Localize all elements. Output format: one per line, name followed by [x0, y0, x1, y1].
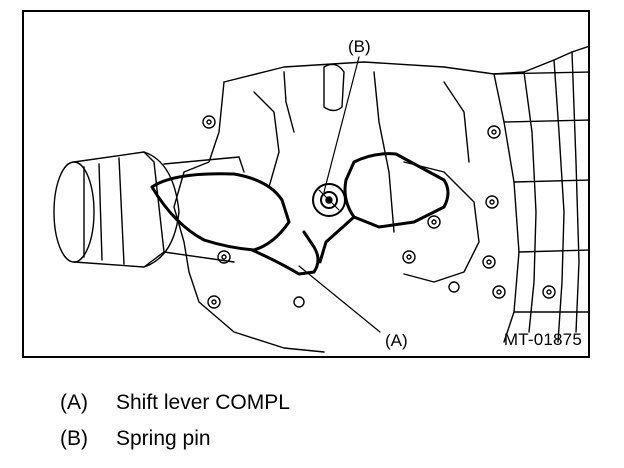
- transmission-case: [173, 45, 588, 353]
- spring-pin: [312, 183, 346, 217]
- legend-key-a: (A): [60, 391, 88, 414]
- bolts: [202, 115, 556, 309]
- figure-code: MT-01875: [503, 330, 582, 349]
- legend-text-b: Spring pin: [116, 427, 211, 450]
- callout-b-label: (B): [348, 37, 371, 56]
- legend-item-a: (A) Shift lever COMPL: [60, 392, 290, 413]
- legend-text-a: Shift lever COMPL: [116, 391, 290, 414]
- callout-a-label: (A): [385, 331, 408, 350]
- leader-line-a: [298, 265, 381, 333]
- leader-line-b: [323, 56, 360, 193]
- transmission-illustration: [53, 45, 588, 353]
- legend-item-b: (B) Spring pin: [60, 428, 211, 449]
- extension-housing: [53, 151, 245, 268]
- transmission-diagram: (B) (A) MT-01875: [22, 10, 590, 358]
- legend-key-b: (B): [60, 427, 88, 450]
